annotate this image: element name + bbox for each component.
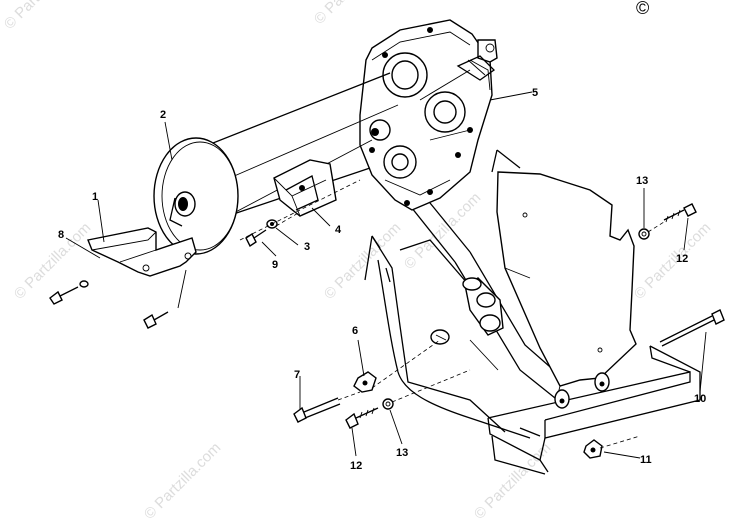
frame-structure (364, 149, 701, 475)
copyright-mark: © (636, 0, 649, 18)
callout-13-lower: 13 (396, 447, 408, 459)
clutch-pulley (153, 137, 239, 255)
callout-4: 4 (335, 224, 342, 236)
belt-guard-bracket (87, 227, 197, 277)
callout-3: 3 (304, 241, 310, 253)
transmission-case (359, 19, 498, 211)
callout-8: 8 (58, 229, 64, 241)
callout-10: 10 (694, 393, 706, 405)
bolt-item-12-upper (663, 203, 697, 223)
washer-item-13-upper (638, 228, 650, 240)
bolt-item-10 (659, 309, 725, 347)
callout-11: 11 (640, 454, 652, 466)
nut-item-11 (583, 439, 603, 459)
assembly-center-lines (239, 179, 665, 449)
watermark: © Partzilla.com (141, 439, 224, 522)
watermark: © Partzilla.com (1, 0, 84, 33)
callout-9: 9 (272, 259, 278, 271)
callout-12-upper: 12 (676, 253, 688, 265)
bolt-item-7 (293, 397, 341, 423)
bolt-item-12-lower (345, 407, 379, 429)
watermark: © Partzilla.com (321, 219, 404, 302)
callout-12-lower: 12 (350, 460, 362, 472)
callout-numbers: 1 2 3 4 5 6 7 8 9 10 11 12 12 13 13 (58, 87, 706, 472)
callout-13-upper: 13 (636, 175, 648, 187)
nut-item-6 (353, 371, 377, 393)
watermark: © Partzilla.com (311, 0, 394, 28)
callout-1: 1 (92, 191, 98, 203)
callout-2: 2 (160, 109, 166, 121)
leader-lines (65, 91, 707, 459)
watermark: © Partzilla.com (11, 219, 94, 302)
callout-6: 6 (352, 325, 358, 337)
washer-item-13-lower (382, 398, 394, 410)
callout-5: 5 (532, 87, 538, 99)
bolt-left-1 (49, 280, 89, 305)
callout-7: 7 (294, 369, 300, 381)
bolt-item-9 (245, 229, 267, 248)
mount-bracket (273, 159, 337, 217)
bolt-left-2 (143, 311, 169, 329)
